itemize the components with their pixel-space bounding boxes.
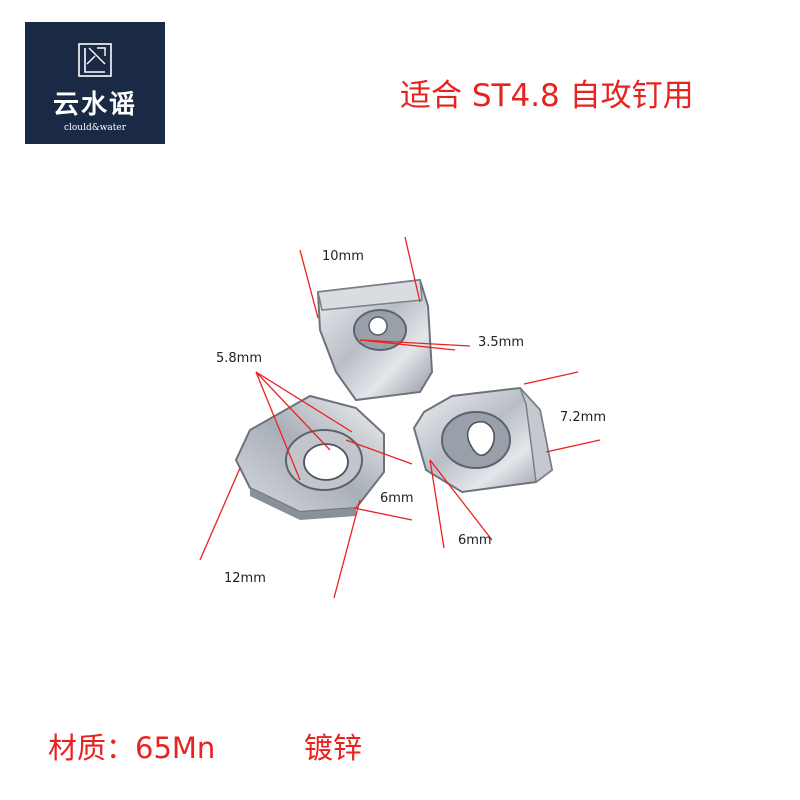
footer-specs: 材质：65Mn 镀锌 [48, 728, 362, 768]
right-clip-nut [412, 386, 554, 494]
dim-top-width: 10mm [322, 249, 364, 264]
dim-right-width: 7.2mm [560, 410, 606, 425]
brand-logo: 云水谣 clould&water [25, 22, 165, 144]
logo-subtitle: clould&water [63, 123, 127, 133]
dim-top-hole: 3.5mm [478, 335, 524, 350]
dim-left-hole: 5.8mm [216, 351, 262, 366]
dim-right-thickness: 6mm [458, 533, 492, 548]
finish-label: 镀锌 [304, 731, 363, 765]
logo-mark-icon [78, 43, 112, 77]
logo-name: 云水谣 [52, 90, 137, 120]
material-label: 材质：65Mn [48, 731, 216, 765]
top-clip-nut [316, 278, 434, 402]
dim-left-length: 12mm [224, 571, 266, 586]
dim-left-thickness: 6mm [380, 491, 414, 506]
dimension-lines [199, 236, 601, 599]
headline: 适合 ST4.8 自攻钉用 [400, 78, 694, 114]
left-clip-nut [234, 394, 385, 520]
